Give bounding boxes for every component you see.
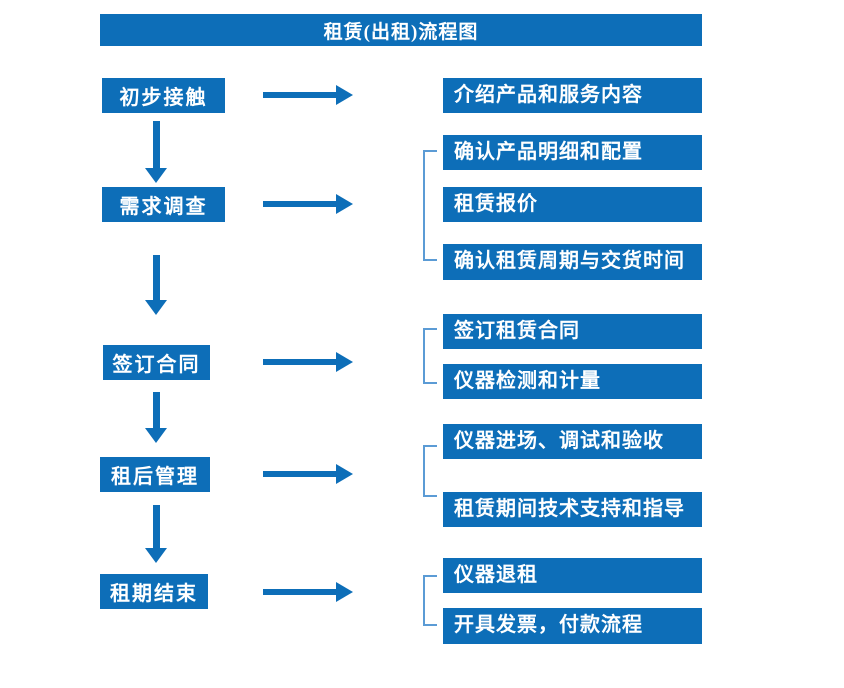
detail-label: 确认产品明细和配置	[454, 141, 643, 163]
arrow-shaft	[153, 505, 160, 548]
detail-box-invoice-payment: 开具发票，付款流程	[443, 608, 702, 644]
arrow-head-icon	[145, 548, 167, 563]
step-label: 租期结束	[110, 583, 198, 605]
arrow-shaft	[153, 392, 160, 428]
detail-label: 签订租赁合同	[454, 320, 580, 342]
detail-box-instrument-arrival-acceptance: 仪器进场、调试和验收	[443, 424, 702, 459]
detail-label: 介绍产品和服务内容	[454, 84, 643, 106]
step-label: 需求调查	[119, 196, 208, 218]
step-label: 初步接触	[119, 87, 208, 109]
arrow-head-icon	[336, 582, 353, 602]
step-box-initial-contact: 初步接触	[102, 78, 225, 113]
arrow-shaft	[263, 92, 337, 98]
detail-label: 租赁期间技术支持和指导	[454, 498, 685, 520]
step-box-sign-contract: 签订合同	[103, 345, 210, 380]
step-label: 签订合同	[112, 354, 201, 376]
arrow-shaft	[263, 471, 337, 477]
arrow-head-icon	[336, 85, 353, 105]
detail-label: 开具发票，付款流程	[454, 614, 643, 636]
title-bar: 租赁(出租)流程图	[100, 14, 702, 46]
step-box-rental-end: 租期结束	[100, 574, 208, 609]
arrow-right-2-icon	[263, 194, 353, 214]
group-bracket-post-rental	[423, 445, 437, 497]
arrow-shaft	[153, 121, 160, 168]
arrow-head-icon	[336, 194, 353, 214]
arrow-down-1-icon	[145, 121, 167, 183]
step-box-demand-survey: 需求调查	[102, 187, 225, 222]
detail-box-confirm-period-delivery: 确认租赁周期与交货时间	[443, 244, 702, 280]
arrow-head-icon	[145, 300, 167, 315]
detail-label: 仪器退租	[454, 564, 538, 586]
step-box-post-rental-management: 租后管理	[100, 457, 210, 492]
arrow-head-icon	[336, 352, 353, 372]
arrow-down-2-icon	[145, 255, 167, 315]
arrow-head-icon	[145, 168, 167, 183]
detail-box-confirm-product-config: 确认产品明细和配置	[443, 135, 702, 170]
detail-label: 仪器检测和计量	[454, 370, 601, 392]
arrow-shaft	[153, 255, 160, 300]
arrow-down-4-icon	[145, 505, 167, 563]
arrow-down-3-icon	[145, 392, 167, 443]
arrow-head-icon	[145, 428, 167, 443]
arrow-right-5-icon	[263, 582, 353, 602]
arrow-right-4-icon	[263, 464, 353, 484]
group-bracket-demand-survey	[423, 150, 437, 261]
detail-label: 确认租赁周期与交货时间	[454, 250, 685, 272]
group-bracket-sign-contract	[423, 328, 437, 384]
arrow-shaft	[263, 201, 337, 207]
detail-label: 租赁报价	[454, 193, 538, 215]
arrow-shaft	[263, 589, 337, 595]
detail-label: 仪器进场、调试和验收	[454, 430, 664, 452]
detail-box-instrument-inspection: 仪器检测和计量	[443, 364, 702, 399]
arrow-right-1-icon	[263, 85, 353, 105]
arrow-head-icon	[336, 464, 353, 484]
arrow-shaft	[263, 359, 337, 365]
detail-box-rental-quote: 租赁报价	[443, 187, 702, 222]
arrow-right-3-icon	[263, 352, 353, 372]
group-bracket-rental-end	[423, 575, 437, 626]
step-label: 租后管理	[111, 466, 199, 488]
detail-box-introduce-products: 介绍产品和服务内容	[443, 78, 702, 113]
detail-box-sign-rental-contract: 签订租赁合同	[443, 314, 702, 349]
detail-box-tech-support: 租赁期间技术支持和指导	[443, 492, 702, 527]
detail-box-instrument-return: 仪器退租	[443, 558, 702, 593]
page-title: 租赁(出租)流程图	[323, 21, 479, 43]
